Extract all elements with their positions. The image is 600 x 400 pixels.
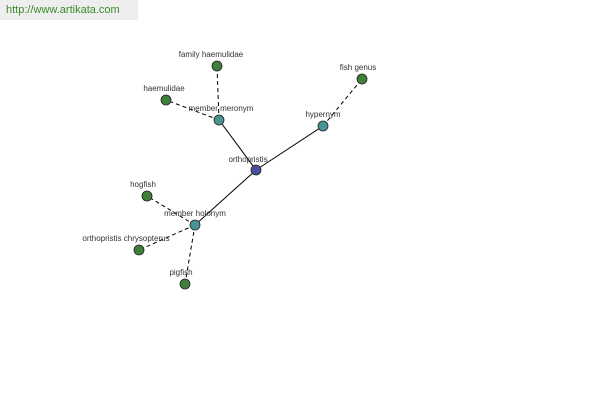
edge-member-meronym-family-haemulidae xyxy=(216,65,220,121)
hogfish-label[interactable]: hogfish xyxy=(130,180,156,189)
family-haemulidae-label[interactable]: family haemulidae xyxy=(179,50,244,59)
hypernym-label[interactable]: hypernym xyxy=(305,110,340,119)
member-meronym-label[interactable]: member meronym xyxy=(189,104,254,113)
haemulidae-node[interactable] xyxy=(160,94,172,106)
center-node-label[interactable]: orthopristis xyxy=(228,155,267,164)
member-holonym-node[interactable] xyxy=(189,219,201,231)
hogfish-node[interactable] xyxy=(141,190,153,202)
edge-member-meronym-haemulidae xyxy=(165,99,220,121)
orthopristis-chrysopterus-label[interactable]: orthopristis chrysopterus xyxy=(82,234,169,243)
edge-member-holonym-hogfish xyxy=(146,195,196,226)
edge-center-hypernym xyxy=(255,125,324,171)
edge-hypernym-fish-genus xyxy=(322,78,363,127)
orthopristis-chrysopterus-node[interactable] xyxy=(133,244,145,256)
member-meronym-node[interactable] xyxy=(213,114,225,126)
pigfish-node[interactable] xyxy=(179,278,191,290)
pigfish-label[interactable]: pigfish xyxy=(169,268,192,277)
edge-center-member-meronym xyxy=(218,119,257,171)
haemulidae-label[interactable]: haemulidae xyxy=(143,84,185,93)
edge-member-holonym-pigfish xyxy=(184,224,196,285)
edge-center-member-holonym xyxy=(194,169,257,226)
hypernym-node[interactable] xyxy=(317,120,329,132)
center-node[interactable] xyxy=(250,164,262,176)
family-haemulidae-node[interactable] xyxy=(211,60,223,72)
source-url[interactable]: http://www.artikata.com xyxy=(0,0,138,20)
fish-genus-label[interactable]: fish genus xyxy=(340,63,376,72)
member-holonym-label[interactable]: member holonym xyxy=(164,209,226,218)
fish-genus-node[interactable] xyxy=(356,73,368,85)
edge-member-holonym-chrysopterus xyxy=(138,224,196,251)
